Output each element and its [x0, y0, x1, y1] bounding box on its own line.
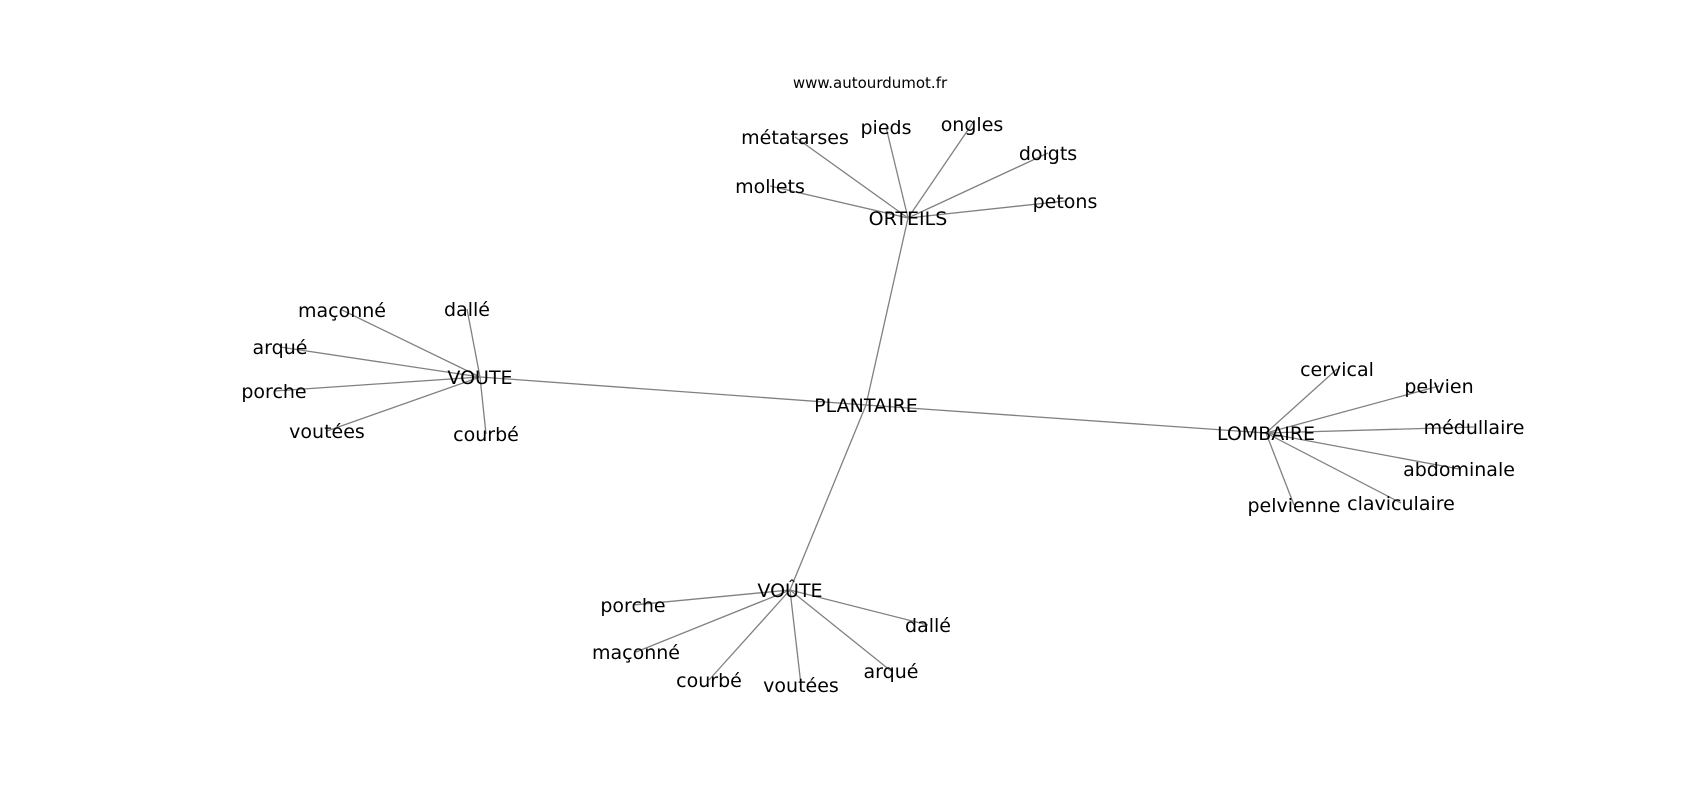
edge-voute-dalle [466, 308, 481, 378]
node-leaf-voutees-3[interactable]: voutées [763, 675, 839, 697]
node-leaf-pelvienne-2[interactable]: pelvienne [1247, 495, 1340, 517]
labels: PLANTAIRE ORTEILS métatarses pieds ongles doi… [241, 114, 1524, 697]
edge-voute-courbe [708, 589, 791, 681]
edge-voute-dalle [789, 589, 929, 626]
node-leaf-medullaire-2[interactable]: médullaire [1424, 417, 1525, 439]
node-leaf-courbe-3[interactable]: courbé [676, 670, 742, 692]
edge-voute-voutees [326, 376, 481, 432]
edge-voute-maconne [341, 309, 481, 378]
source-website[interactable]: www.autourdumot.fr [793, 74, 948, 92]
edge-center-voute [789, 404, 867, 591]
node-leaf-porche-3[interactable]: porche [600, 595, 665, 617]
edge-voute-voutees [789, 589, 802, 686]
edge-lombaire-claviculaire [1265, 432, 1402, 504]
node-leaf-arque-1[interactable]: arqué [253, 337, 308, 359]
node-hub-lombaire-2[interactable]: LOMBAIRE [1217, 423, 1315, 445]
edge-lombaire-medullaire [1265, 426, 1475, 434]
node-leaf-doigts-0[interactable]: doigts [1019, 143, 1077, 165]
node-leaf-dalle-3[interactable]: dallé [905, 615, 951, 637]
node-leaf-maconne-1[interactable]: maçonné [298, 300, 386, 322]
node-leaf-dalle-1[interactable]: dallé [444, 299, 490, 321]
node-leaf-voutees-1[interactable]: voutées [289, 421, 365, 443]
edge-center-lombaire [865, 404, 1267, 434]
edge-voute-porche [632, 589, 791, 606]
edge-center-orteils [865, 217, 909, 406]
node-leaf-metatarses-0[interactable]: métatarses [741, 127, 849, 149]
edge-voute-porche [273, 376, 481, 392]
edge-voute-arque [789, 589, 892, 672]
node-leaf-courbe-1[interactable]: courbé [453, 424, 519, 446]
node-leaf-pieds-0[interactable]: pieds [861, 117, 912, 139]
edge-lombaire-pelvienne [1265, 432, 1295, 506]
node-center[interactable]: PLANTAIRE [814, 395, 918, 417]
edge-voute-courbe [479, 376, 487, 435]
node-hub-voute-1[interactable]: VOUTE [447, 367, 512, 389]
node-leaf-mollets-0[interactable]: mollets [735, 176, 805, 198]
edges [273, 123, 1475, 686]
node-hub-orteils-0[interactable]: ORTEILS [869, 208, 948, 230]
node-hub-voute-3[interactable]: VOÛTE [757, 578, 822, 602]
edge-orteils-petons [907, 200, 1066, 219]
node-leaf-petons-0[interactable]: petons [1033, 191, 1098, 213]
edge-lombaire-cervical [1265, 368, 1338, 434]
edge-orteils-pieds [885, 126, 909, 219]
edge-orteils-mollets [769, 185, 909, 219]
edge-orteils-metatarses [794, 136, 909, 219]
node-leaf-maconne-3[interactable]: maçonné [592, 642, 680, 664]
node-leaf-ongles-0[interactable]: ongles [941, 114, 1004, 136]
node-leaf-porche-1[interactable]: porche [241, 381, 306, 403]
node-leaf-claviculaire-2[interactable]: claviculaire [1347, 493, 1455, 515]
edge-lombaire-pelvien [1265, 385, 1440, 434]
edge-voute-maconne [635, 589, 791, 653]
node-leaf-abdominale-2[interactable]: abdominale [1403, 459, 1515, 481]
edge-voute-arque [279, 346, 481, 378]
edge-orteils-ongles [907, 123, 973, 219]
node-leaf-cervical-2[interactable]: cervical [1300, 359, 1374, 381]
edge-lombaire-abdominale [1265, 432, 1460, 470]
node-leaf-arque-3[interactable]: arqué [864, 661, 919, 683]
edge-orteils-doigts [907, 152, 1049, 219]
node-leaf-pelvien-2[interactable]: pelvien [1404, 376, 1473, 398]
edge-center-voute [479, 376, 867, 406]
